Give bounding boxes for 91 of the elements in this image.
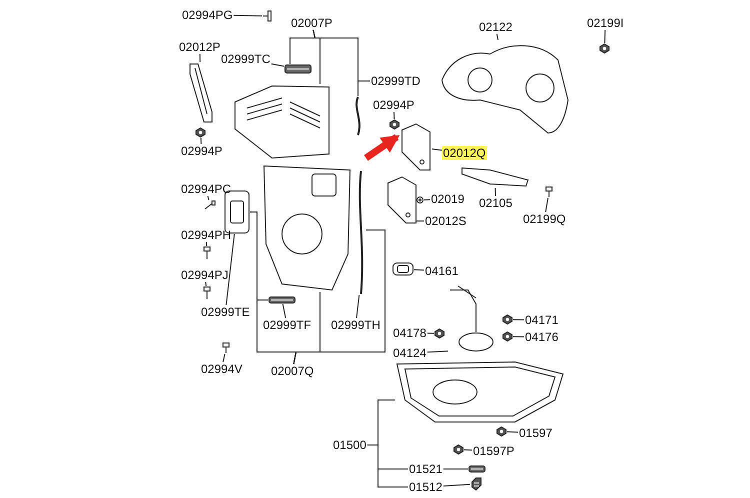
part-number: 02122 bbox=[478, 20, 514, 34]
leader-line bbox=[604, 30, 606, 44]
part-number: 02999TF bbox=[262, 318, 312, 332]
seal-drawing bbox=[356, 170, 366, 295]
leader-line bbox=[226, 234, 235, 306]
leader-line bbox=[200, 138, 202, 144]
leader-line bbox=[426, 350, 448, 353]
part-number: 04176 bbox=[524, 330, 560, 344]
leader-line bbox=[494, 188, 496, 196]
part-number: 02994PG bbox=[181, 8, 234, 22]
bolt-drawing bbox=[204, 200, 216, 210]
leader-line bbox=[464, 449, 472, 451]
leader-line bbox=[426, 332, 434, 334]
leader-line bbox=[496, 34, 498, 40]
leader-line bbox=[506, 431, 518, 433]
part-number: 02999TC bbox=[220, 52, 272, 66]
leader-line bbox=[432, 148, 442, 151]
part-number: 02994P bbox=[372, 98, 416, 112]
part-number: 04161 bbox=[424, 264, 460, 278]
plate-drawing bbox=[460, 166, 530, 188]
drain-plug-drawing bbox=[470, 477, 483, 491]
part-number: 01521 bbox=[408, 462, 444, 476]
leader-line bbox=[358, 80, 370, 96]
nut-drawing bbox=[195, 127, 206, 138]
bracket-drawing bbox=[400, 122, 432, 172]
leader-line bbox=[205, 282, 207, 286]
leader-line bbox=[512, 336, 524, 338]
leader-line bbox=[233, 14, 262, 16]
part-number: 02007P bbox=[290, 16, 334, 30]
part-number: 02012P bbox=[178, 40, 222, 54]
part-number: 04124 bbox=[392, 346, 428, 360]
part-number: 02994PH bbox=[180, 228, 232, 242]
part-number: 02999TE bbox=[200, 305, 251, 319]
leader-line bbox=[394, 112, 395, 120]
leader-line bbox=[512, 319, 524, 320]
part-number: 01597P bbox=[472, 444, 516, 458]
leader-line bbox=[206, 242, 208, 246]
leader-line bbox=[222, 354, 226, 362]
leader-line bbox=[442, 484, 470, 486]
leader-line bbox=[356, 294, 360, 318]
part-number: 02012S bbox=[424, 214, 468, 228]
part-number: 02994PJ bbox=[180, 268, 230, 282]
nut-drawing bbox=[599, 43, 610, 54]
nut-drawing bbox=[502, 331, 513, 342]
part-number: 01597 bbox=[518, 426, 554, 440]
leader-line bbox=[414, 269, 424, 271]
seal-strip-drawing bbox=[268, 296, 296, 304]
part-number: 02994PC bbox=[180, 182, 232, 196]
bolt-drawing bbox=[203, 286, 211, 300]
nut-drawing bbox=[453, 444, 464, 455]
leader-line bbox=[545, 198, 548, 212]
nut-drawing bbox=[389, 119, 400, 130]
bolt-drawing bbox=[262, 10, 272, 22]
part-number: 02994V bbox=[200, 362, 244, 376]
nut-drawing bbox=[496, 426, 507, 437]
part-number: 02105 bbox=[478, 196, 514, 210]
pointer-arrow bbox=[364, 134, 400, 161]
part-number: 02199I bbox=[586, 16, 625, 30]
part-number: 01500 bbox=[332, 438, 368, 452]
part-number: 02019 bbox=[430, 192, 466, 206]
bolt-drawing bbox=[222, 342, 230, 354]
washer-drawing bbox=[416, 196, 424, 204]
part-number: 02007Q bbox=[270, 364, 315, 378]
part-number: 02012Q bbox=[442, 146, 487, 160]
upper-cover-drawing bbox=[232, 84, 332, 160]
leader-line bbox=[282, 304, 286, 318]
oil-pan-drawing bbox=[395, 360, 565, 424]
part-number: 04171 bbox=[524, 313, 560, 327]
leader-line bbox=[366, 444, 408, 488]
leader-line bbox=[199, 54, 201, 62]
nut-drawing bbox=[502, 314, 513, 325]
leader-line bbox=[424, 199, 430, 200]
part-number: 02994P bbox=[180, 144, 224, 158]
bracket-drawing bbox=[188, 62, 214, 124]
leader-line bbox=[207, 196, 210, 200]
part-number: 02999TH bbox=[330, 318, 382, 332]
leader-line bbox=[293, 230, 386, 364]
part-number: 01512 bbox=[408, 480, 444, 494]
part-number: 04178 bbox=[392, 326, 428, 340]
part-number: 02999TD bbox=[370, 74, 422, 88]
part-number: 02199Q bbox=[522, 212, 567, 226]
seal-strip-drawing bbox=[468, 465, 486, 473]
oil-strainer-drawing bbox=[448, 284, 494, 354]
bolt-drawing bbox=[203, 246, 211, 260]
leader-line bbox=[270, 63, 284, 67]
lower-cover-drawing bbox=[262, 164, 352, 292]
leader-line bbox=[442, 468, 468, 470]
nut-drawing bbox=[434, 328, 445, 339]
bolt-drawing bbox=[545, 186, 553, 198]
gasket-drawing bbox=[392, 262, 414, 276]
seal-strip-drawing bbox=[284, 64, 312, 74]
